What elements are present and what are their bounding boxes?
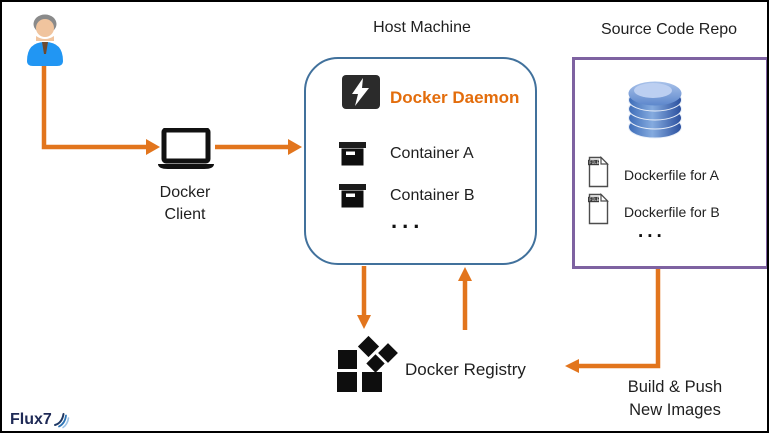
docker-client-label: Docker Client [159, 184, 211, 224]
container-b-icon [339, 184, 366, 208]
arrow-heads [146, 139, 579, 373]
dockerfile-a-icon: FILE [588, 156, 609, 188]
arrow-lines [41, 64, 661, 369]
docker-daemon-label: Docker Daemon [390, 88, 520, 107]
flux7-logo-text: Flux7 [10, 410, 52, 428]
docker-registry-label: Docker Registry [405, 360, 526, 379]
arrow-user-to-client [41, 64, 146, 150]
repo-more-files-ellipsis: ... [638, 221, 666, 242]
file-tag-text: FILE [589, 160, 600, 165]
host-machine-title: Host Machine [373, 19, 471, 36]
file-tag-text: FILE [589, 197, 600, 202]
build-push-label: Build & Push New Images [627, 378, 723, 419]
source-code-repo-title: Source Code Repo [600, 21, 738, 38]
container-b-label: Container B [390, 187, 475, 204]
arrow-repo-to-registry [579, 266, 661, 369]
user-icon [27, 14, 63, 66]
laptop-icon [158, 128, 214, 169]
dockerfile-b-icon: FILE [588, 193, 609, 225]
daemon-lightning-icon [342, 75, 380, 109]
dockerfile-b-label: Dockerfile for B [624, 204, 720, 220]
host-more-containers-ellipsis: ... [391, 208, 425, 233]
dockerfile-a-label: Dockerfile for A [624, 167, 719, 183]
flux7-logo: Flux7 [10, 410, 70, 429]
container-a-icon [339, 142, 366, 166]
database-icon [628, 81, 682, 139]
registry-icon [337, 335, 398, 392]
container-a-label: Container A [390, 145, 474, 162]
flux7-swirl-icon [53, 413, 70, 429]
